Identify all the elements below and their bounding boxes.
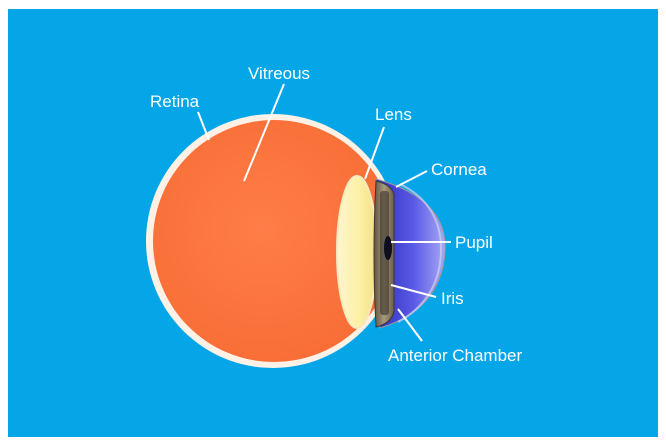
retina-label: Retina — [150, 92, 200, 111]
cornea-label: Cornea — [431, 160, 487, 179]
pupil-label: Pupil — [455, 233, 493, 252]
lens-shape — [337, 176, 377, 328]
anterior-chamber-label: Anterior Chamber — [388, 346, 523, 365]
vitreous-label: Vitreous — [248, 64, 310, 83]
lens-label: Lens — [375, 105, 412, 124]
pupil-shape — [384, 236, 392, 260]
eye-anatomy-diagram: Retina Vitreous Lens Cornea Pupil Iris A… — [8, 9, 658, 437]
iris-label: Iris — [441, 289, 464, 308]
